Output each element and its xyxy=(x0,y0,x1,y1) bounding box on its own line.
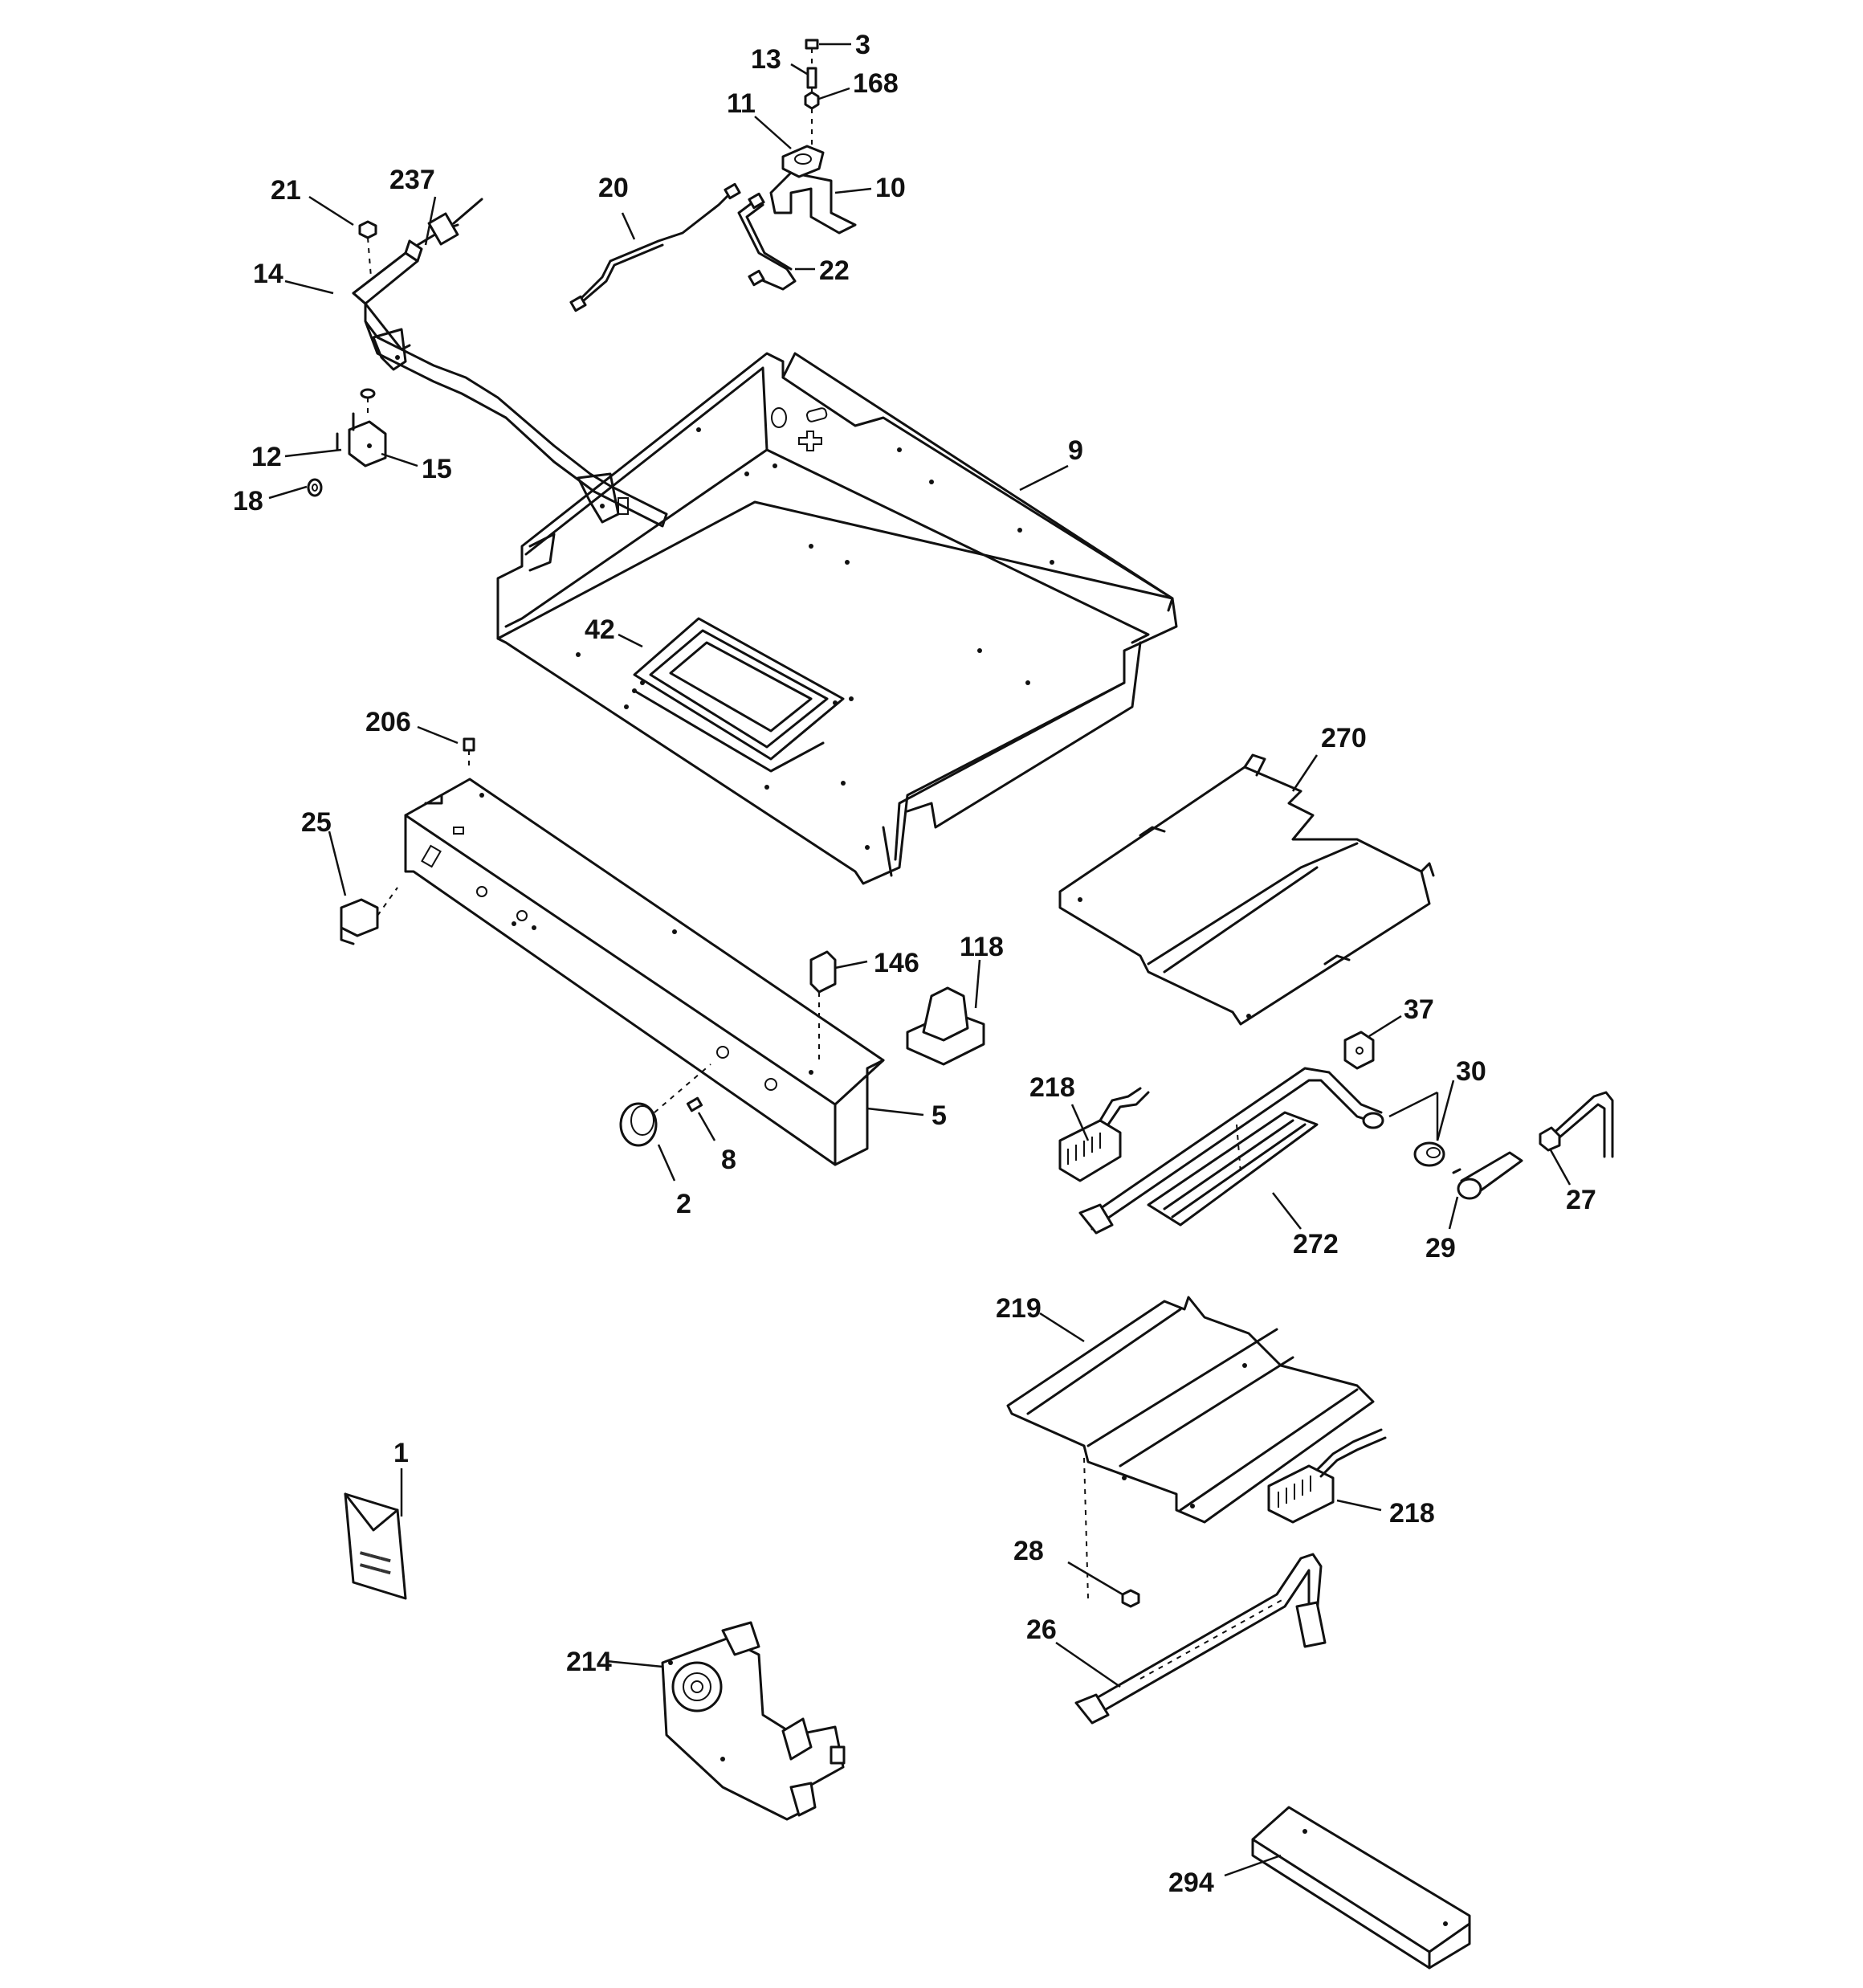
part-29-orifice xyxy=(1452,1151,1523,1200)
part-25-switch xyxy=(340,887,398,945)
part-9-burner-box xyxy=(496,352,1178,885)
label-20: 20 xyxy=(598,173,629,203)
label-29: 29 xyxy=(1425,1233,1456,1263)
label-2: 2 xyxy=(676,1189,691,1219)
leader-lines xyxy=(268,43,1572,1877)
part-12-orifice-holder xyxy=(336,388,387,467)
label-270: 270 xyxy=(1321,723,1367,753)
label-146: 146 xyxy=(874,948,919,978)
label-15: 15 xyxy=(422,454,452,484)
label-22: 22 xyxy=(819,255,850,286)
part-3-screw xyxy=(805,39,819,68)
part-146-clip xyxy=(809,950,837,1064)
label-9: 9 xyxy=(1068,435,1083,466)
label-206: 206 xyxy=(365,707,411,737)
part-18-washer xyxy=(307,478,323,497)
part-labels: 3 13 168 11 10 20 22 237 21 14 12 15 18 … xyxy=(233,30,1596,1898)
part-2-knob xyxy=(619,1063,711,1147)
part-10-bracket xyxy=(769,171,857,235)
label-5: 5 xyxy=(932,1100,947,1131)
part-218-ignitor-lower xyxy=(1267,1428,1387,1524)
part-26-bake-burner xyxy=(1074,1553,1327,1725)
label-37: 37 xyxy=(1404,994,1434,1025)
part-270-reflector xyxy=(1058,753,1435,1026)
part-1-literature-bag: ▬▬▬ ▬▬▬ xyxy=(344,1492,407,1600)
label-30: 30 xyxy=(1456,1056,1486,1087)
label-8: 8 xyxy=(721,1145,736,1175)
part-5-manifold-panel xyxy=(404,778,885,1166)
label-12: 12 xyxy=(251,442,282,472)
part-28-screw xyxy=(1121,1589,1140,1608)
label-218-lower: 218 xyxy=(1389,1498,1435,1529)
part-27-gas-tube xyxy=(1539,1091,1614,1158)
label-18: 18 xyxy=(233,486,263,516)
label-13: 13 xyxy=(751,44,781,75)
label-214: 214 xyxy=(566,1647,612,1677)
part-42-access-plate xyxy=(633,617,845,773)
label-21: 21 xyxy=(271,175,301,206)
label-10: 10 xyxy=(875,173,906,203)
part-11-valve xyxy=(781,145,825,178)
part-218-ignitor-upper xyxy=(1058,1087,1150,1182)
part-37-bracket xyxy=(1343,1031,1375,1070)
label-11: 11 xyxy=(727,88,756,119)
label-218-upper: 218 xyxy=(1029,1072,1075,1103)
label-272: 272 xyxy=(1293,1229,1339,1259)
label-168: 168 xyxy=(853,68,899,99)
label-26: 26 xyxy=(1026,1614,1057,1645)
part-219-baffle xyxy=(1006,1296,1375,1599)
part-214-gas-valve xyxy=(661,1621,846,1821)
part-21-nut xyxy=(358,220,377,278)
part-168-nut xyxy=(804,91,820,145)
part-272-burner-tube xyxy=(1078,1067,1383,1235)
part-14-burner-tube xyxy=(352,239,668,528)
label-294: 294 xyxy=(1168,1868,1214,1898)
part-294-bracket xyxy=(1251,1806,1471,1970)
label-3: 3 xyxy=(855,30,870,60)
label-27: 27 xyxy=(1566,1185,1596,1215)
part-22-gas-tube xyxy=(737,192,797,291)
label-28: 28 xyxy=(1013,1536,1044,1566)
part-206-screw xyxy=(463,737,475,767)
label-1: 1 xyxy=(393,1438,409,1468)
part-8-screw xyxy=(686,1096,703,1112)
label-118: 118 xyxy=(960,932,1004,962)
label-25: 25 xyxy=(301,807,332,838)
part-20-gas-tube xyxy=(569,182,741,312)
label-42: 42 xyxy=(585,614,615,645)
label-219: 219 xyxy=(996,1293,1042,1324)
part-118-bumper xyxy=(906,986,985,1066)
label-237: 237 xyxy=(389,165,435,195)
part-30-clip xyxy=(1362,1112,1445,1167)
label-14: 14 xyxy=(253,259,283,289)
